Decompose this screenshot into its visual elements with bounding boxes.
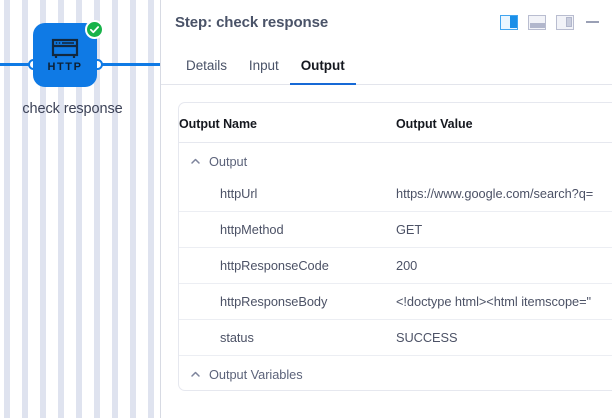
output-name-cell: httpMethod bbox=[179, 211, 396, 248]
output-value-cell: 200 bbox=[396, 247, 612, 284]
workflow-node-check-response[interactable]: HTTP bbox=[33, 23, 97, 87]
table-row: foo200 bbox=[179, 389, 612, 390]
table-row: httpResponseBody<!doctype html><html ite… bbox=[179, 283, 612, 320]
column-header-output-value: Output Value bbox=[396, 103, 612, 143]
panel-header-actions bbox=[500, 14, 599, 30]
output-value-cell: SUCCESS bbox=[396, 319, 612, 356]
group-label: Output bbox=[209, 154, 248, 169]
tab-output[interactable]: Output bbox=[289, 58, 356, 85]
table-group-row[interactable]: Output Variables bbox=[179, 356, 612, 390]
tab-input[interactable]: Input bbox=[238, 58, 290, 84]
check-circle-icon bbox=[85, 20, 104, 39]
panel-header: Step: check response bbox=[161, 0, 612, 44]
tab-details[interactable]: Details bbox=[175, 58, 238, 84]
chevron-up-icon bbox=[191, 371, 200, 377]
output-value-cell bbox=[396, 143, 612, 177]
output-name-cell: httpResponseBody bbox=[179, 283, 396, 320]
minimize-icon[interactable] bbox=[586, 21, 599, 23]
output-value-cell bbox=[396, 356, 612, 390]
output-value-cell: <!doctype html><html itemscope=" bbox=[396, 283, 612, 320]
layout-side-panel-icon[interactable] bbox=[556, 14, 574, 30]
panel-tabs: Details Input Output bbox=[161, 44, 612, 85]
page-title: Step: check response bbox=[175, 13, 329, 31]
output-value-cell: GET bbox=[396, 211, 612, 248]
http-node-icon-label: HTTP bbox=[47, 60, 83, 73]
output-name-cell: foo bbox=[179, 389, 396, 390]
output-value-cell: 200 bbox=[396, 389, 612, 390]
layout-right-panel-icon[interactable] bbox=[500, 14, 518, 30]
step-details-panel: Step: check response Details Input Outpu… bbox=[161, 0, 612, 418]
column-header-output-name: Output Name bbox=[179, 103, 396, 143]
table-header-row: Output Name Output Value bbox=[179, 103, 612, 143]
layout-bottom-panel-icon[interactable] bbox=[528, 14, 546, 30]
output-name-cell: status bbox=[179, 319, 396, 356]
group-label: Output Variables bbox=[209, 367, 303, 382]
table-group-row[interactable]: Output bbox=[179, 143, 612, 177]
output-name-cell: httpUrl bbox=[179, 176, 396, 212]
node-label: check response bbox=[22, 101, 123, 117]
group-toggle[interactable]: Output Variables bbox=[179, 356, 396, 390]
output-name-cell: httpResponseCode bbox=[179, 247, 396, 284]
group-toggle[interactable]: Output bbox=[179, 143, 396, 177]
http-node-icon bbox=[50, 38, 80, 60]
chevron-up-icon bbox=[191, 158, 200, 164]
output-value-cell: https://www.google.com/search?q= bbox=[396, 176, 612, 212]
workflow-canvas[interactable]: HTTP check response bbox=[0, 0, 161, 418]
